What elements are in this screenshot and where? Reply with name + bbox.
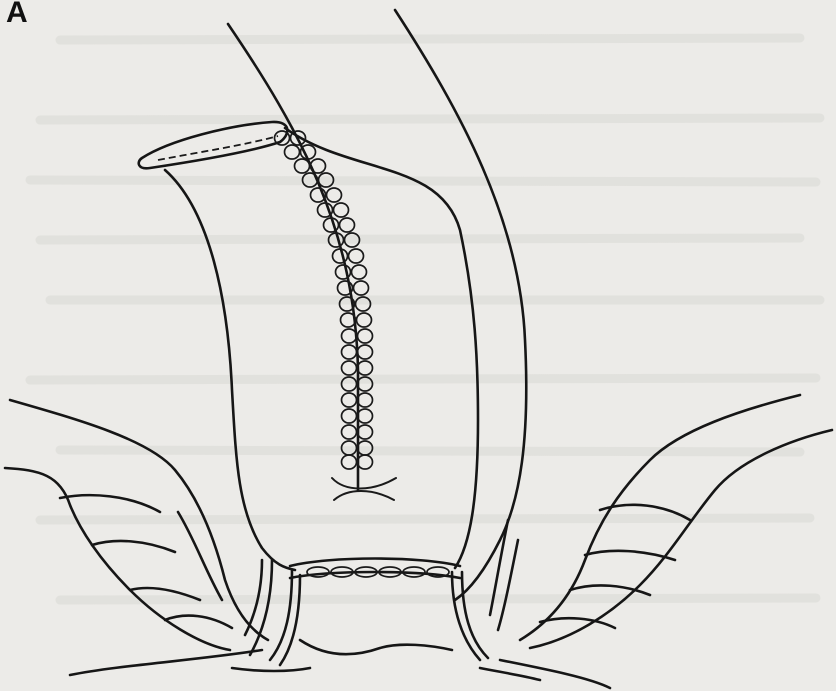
suture-loop (358, 393, 373, 407)
suture-loop (358, 425, 373, 439)
suture-loop (342, 409, 357, 423)
suture-loop (327, 188, 342, 202)
pull-through-line (228, 24, 358, 490)
bottom-right-tail (480, 668, 540, 680)
right-sphincter-group (490, 395, 832, 688)
suture-loop (354, 281, 369, 295)
suture-loop (357, 313, 372, 327)
suture-loop (340, 218, 355, 232)
canal-right-mid (462, 572, 488, 658)
suture-loop (342, 361, 357, 375)
background-texture (30, 38, 820, 600)
tube-left-wall (165, 170, 295, 570)
suture-loop (358, 329, 373, 343)
suture-loop (358, 345, 373, 359)
tube-right-wall (285, 128, 478, 568)
suture-loop (349, 249, 364, 263)
left-sphincter-group (5, 400, 272, 675)
suture-loop (275, 131, 290, 145)
canal-left-mid (280, 575, 300, 665)
suture-knot (332, 478, 396, 500)
suture-loop (285, 145, 300, 159)
ring-suture (307, 567, 329, 577)
suture-loop (342, 393, 357, 407)
tube-opening (139, 122, 288, 168)
bottom-left-tail (232, 668, 310, 671)
anastomosis-ring (290, 559, 460, 579)
suture-loop (358, 361, 373, 375)
panel-label: A (6, 0, 28, 30)
suture-loop (352, 265, 367, 279)
suture-loop (358, 409, 373, 423)
suture-loop (334, 203, 349, 217)
suture-loop (295, 159, 310, 173)
suture-loop (342, 329, 357, 343)
suture-loop (311, 159, 326, 173)
suture-loop (342, 455, 357, 469)
suture-loop (333, 249, 348, 263)
suture-loop (342, 345, 357, 359)
prolapse-bulge (300, 640, 452, 654)
suture-loop (358, 455, 373, 469)
suture-loop (336, 265, 351, 279)
suture-loop (342, 425, 357, 439)
outer-wall-right (395, 10, 526, 600)
suture-loop (318, 203, 333, 217)
